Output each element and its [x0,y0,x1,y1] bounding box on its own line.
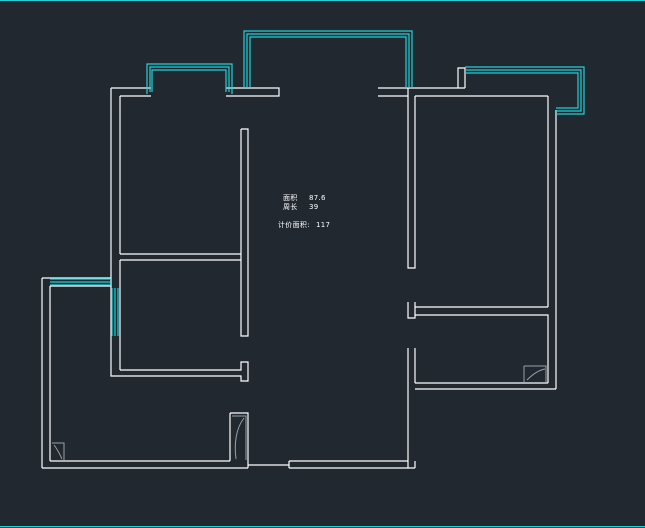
wall-right [547,96,557,389]
wall-top-right-stub [378,67,548,97]
perimeter-value: 39 [309,203,319,211]
fixture-door-swing-study [232,415,247,460]
window-top-left [146,63,233,94]
outer-walls [41,67,557,469]
wall-bottom [248,460,416,469]
fixture-study-corner [52,442,65,460]
wall-center-vertical [407,96,416,269]
area-value: 87.6 [309,194,326,202]
wall-top-left [110,87,151,283]
window-left-vertical [111,288,119,336]
fixtures [52,365,547,460]
wall-right-bedroom-bottom [407,302,549,383]
calc-area-value: 117 [316,221,331,229]
wall-study [41,277,249,469]
window-top-right [465,66,585,115]
wall-left-bedroom [120,128,249,337]
wall-top-mid [226,87,280,97]
calc-area-label: 计价面积: [278,221,310,229]
viewport-border-top [0,0,645,1]
window-left [50,278,111,286]
balcony-top [243,30,413,88]
wall-left-room2 [110,260,249,382]
wall-right-lower [407,348,556,468]
area-label: 面积 [283,194,298,202]
perimeter-label: 周长 [283,203,298,211]
fixture-right-corner [523,365,547,382]
viewport-border-bottom [0,526,645,527]
windows [50,30,585,336]
